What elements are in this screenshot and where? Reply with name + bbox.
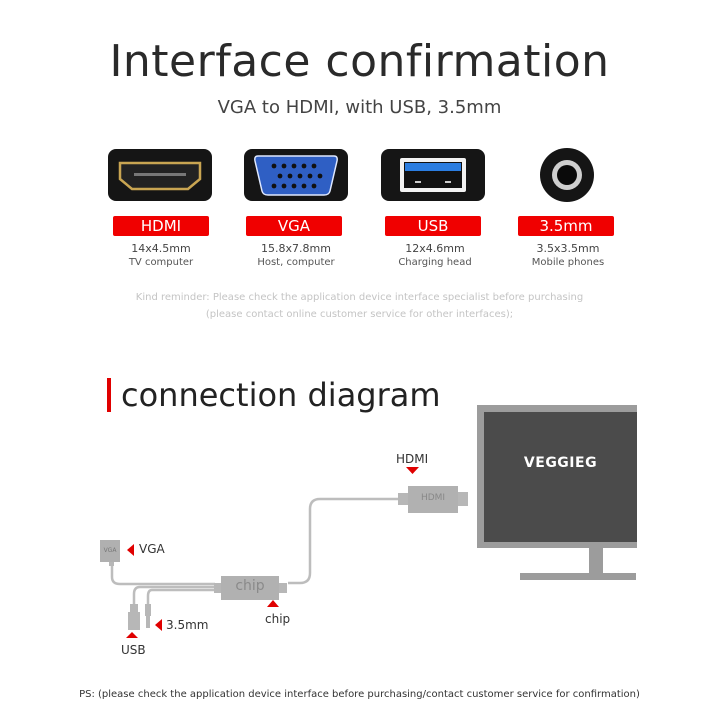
interface-size: 14x4.5mm	[131, 242, 191, 255]
interface-size: 15.8x7.8mm	[261, 242, 331, 255]
arrow-markers	[126, 467, 419, 638]
interface-label-hdmi: HDMI	[113, 216, 209, 236]
chip-label: chip	[265, 612, 291, 626]
interface-use: TV computer	[128, 257, 194, 268]
page-subtitle: VGA to HDMI, with USB, 3.5mm	[217, 97, 502, 118]
interface-use: Mobile phones	[531, 257, 605, 268]
interface-label-3-5mm: 3.5mm	[518, 216, 614, 236]
monitor-brand-logo: VEGGIEG	[523, 455, 598, 471]
interface-size: 3.5x3.5mm	[536, 242, 600, 255]
footer-note: PS: (please check the application device…	[79, 689, 640, 700]
monitor-icon	[477, 405, 637, 580]
reminder-line-1: Kind reminder: Please check the applicat…	[135, 292, 584, 303]
vga-label: VGA	[139, 542, 165, 556]
arrow-up-icon	[267, 600, 279, 607]
hdmi-label: HDMI	[396, 452, 429, 466]
arrow-left-icon	[155, 619, 162, 631]
cables	[110, 497, 398, 604]
interface-use: Host, computer	[257, 257, 335, 268]
chip-box-label: chip	[235, 578, 265, 594]
audio-jack-icon	[539, 147, 595, 203]
hdmi-plug-label: HDMI	[420, 493, 446, 503]
connectors	[100, 486, 468, 630]
hdmi-port-icon	[108, 149, 212, 201]
interface-label-usb: USB	[385, 216, 481, 236]
vga-port-icon	[244, 149, 348, 201]
usb-label: USB	[121, 643, 146, 657]
interface-label-vga: VGA	[246, 216, 342, 236]
section-title: connection diagram	[107, 378, 441, 412]
reminder-line-2: (please contact online customer service …	[205, 309, 514, 320]
interface-size: 12x4.6mm	[405, 242, 465, 255]
audio-label: 3.5mm	[166, 618, 209, 632]
arrow-up-icon	[126, 632, 138, 638]
vga-plug-label: VGA	[103, 547, 117, 554]
page-title: Interface confirmation	[109, 36, 610, 87]
arrow-left-icon	[127, 544, 134, 556]
interface-use: Charging head	[398, 257, 472, 268]
arrow-down-icon	[406, 467, 419, 474]
usb-port-icon	[381, 149, 485, 201]
